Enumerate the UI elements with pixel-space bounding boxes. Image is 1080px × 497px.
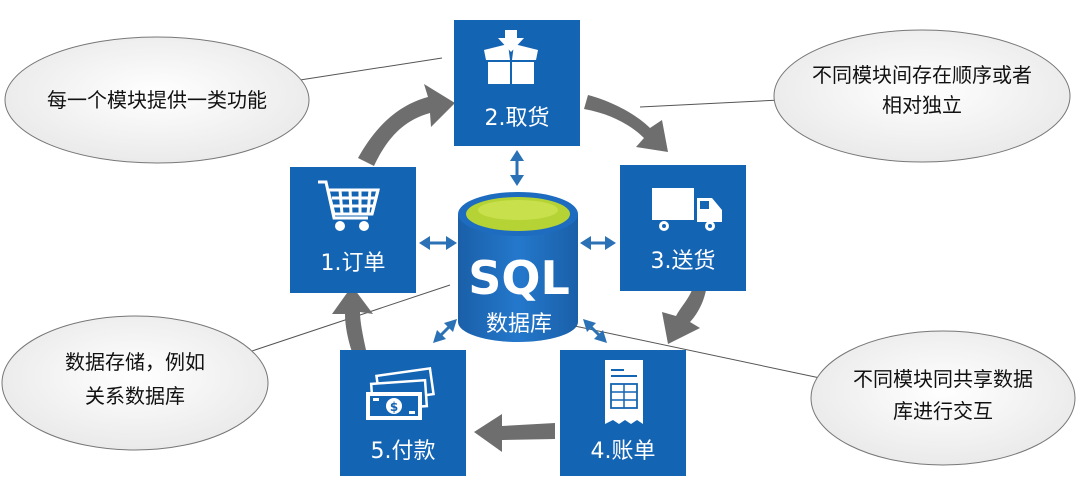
link-arrow-db-payment xyxy=(433,319,457,343)
callout-top-left-line-1: 每一个模块提供一类功能 xyxy=(47,88,267,112)
sql-database: SQL 数据库 xyxy=(458,192,578,342)
flow-arrow-delivery-to-bill xyxy=(662,290,706,344)
module-bill: 4.账单 xyxy=(560,350,686,476)
flow-arrow-payment-to-order xyxy=(332,286,373,352)
module-order: 1.订单 xyxy=(290,167,416,293)
money-bills-icon: $ xyxy=(366,366,435,420)
database-link-arrows xyxy=(419,150,616,343)
flow-arrow-order-to-pickup xyxy=(358,84,455,166)
callout-leader-top-right xyxy=(639,99,781,108)
shopping-cart-icon xyxy=(318,180,380,231)
link-arrow-order-db xyxy=(419,236,457,250)
invoice-icon xyxy=(605,360,643,424)
callout-bottom-left: 数据存储，例如 关系数据库 xyxy=(1,315,269,451)
callout-bottom-left-line-2: 关系数据库 xyxy=(85,384,185,408)
module-pickup-label: 2.取货 xyxy=(485,106,550,131)
callout-top-left: 每一个模块提供一类功能 xyxy=(4,36,310,164)
callout-leader-bottom-right xyxy=(569,324,821,379)
callout-bottom-right: 不同模块同共享数据 库进行交互 xyxy=(810,330,1076,466)
link-arrow-pickup-db xyxy=(510,150,524,186)
module-order-label: 1.订单 xyxy=(321,251,386,276)
link-arrow-db-delivery xyxy=(580,236,616,250)
flow-arrow-bill-to-payment xyxy=(474,414,555,452)
callout-top-right-line-1: 不同模块间存在顺序或者 xyxy=(812,63,1032,87)
module-bill-label: 4.账单 xyxy=(591,439,656,464)
module-delivery: 3.送货 xyxy=(620,165,746,291)
module-payment: $ 5.付款 xyxy=(340,350,466,476)
callout-top-right: 不同模块间存在顺序或者 相对独立 xyxy=(773,29,1071,163)
link-arrow-db-bill xyxy=(583,319,607,343)
process-flow-arrows xyxy=(332,84,706,452)
callout-top-right-line-2: 相对独立 xyxy=(882,93,962,117)
database-title: SQL xyxy=(468,251,570,305)
module-delivery-label: 3.送货 xyxy=(651,249,716,274)
database-subtitle: 数据库 xyxy=(486,312,552,337)
module-payment-label: 5.付款 xyxy=(371,439,436,464)
module-pickup: 2.取货 xyxy=(454,20,580,146)
svg-text:$: $ xyxy=(390,400,398,414)
package-box-icon xyxy=(484,30,538,84)
callout-leader-bottom-left xyxy=(239,284,451,356)
callout-leader-top-left xyxy=(299,57,443,81)
callout-bottom-right-line-1: 不同模块同共享数据 xyxy=(853,367,1033,391)
delivery-truck-icon xyxy=(652,188,722,231)
callout-bottom-left-line-1: 数据存储，例如 xyxy=(65,350,205,374)
flow-arrow-pickup-to-delivery xyxy=(584,95,668,152)
callout-bottom-right-line-2: 库进行交互 xyxy=(893,399,993,423)
